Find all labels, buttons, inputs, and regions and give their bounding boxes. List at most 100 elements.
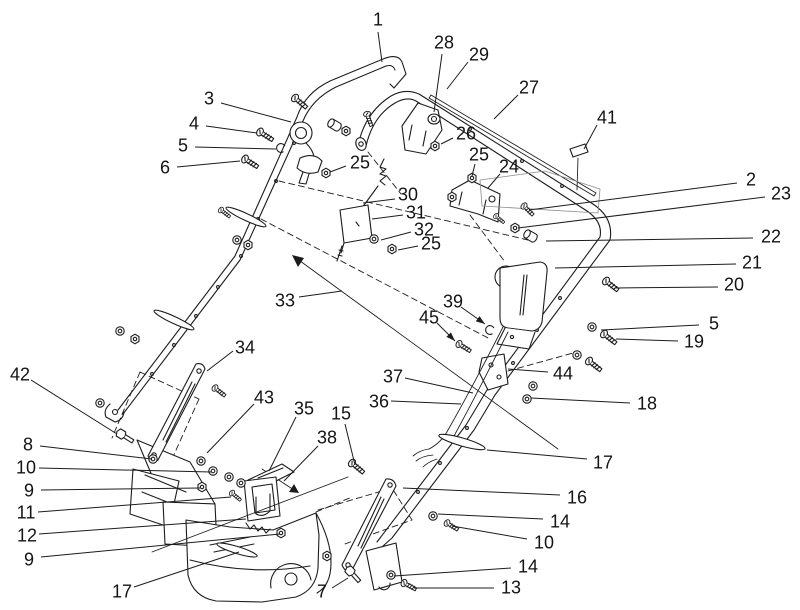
leader-line-17-left (133, 551, 240, 588)
support-arm-left (147, 363, 206, 462)
callout-23: 23 (771, 183, 791, 203)
callout-14-upper: 14 (550, 511, 570, 531)
callout-4: 4 (189, 113, 199, 133)
leader-line-22 (545, 237, 754, 242)
leader-line-15 (344, 423, 356, 466)
cable-guide-bar (225, 206, 267, 228)
leader-line-31 (371, 214, 404, 220)
leader-arrowhead-39 (475, 316, 485, 324)
callout-8: 8 (23, 434, 33, 454)
callout-17-right: 17 (593, 452, 613, 472)
callout-44: 44 (553, 363, 573, 383)
callout-38: 38 (317, 427, 337, 447)
leader-line-3 (220, 102, 292, 123)
callout-41: 41 (597, 107, 617, 127)
leader-line-11 (37, 496, 232, 513)
leader-line-30 (362, 198, 396, 204)
callout-33: 33 (275, 290, 295, 310)
leader-line-34 (206, 350, 234, 372)
leader-line-26 (440, 137, 454, 145)
bail-lever (494, 261, 548, 350)
leader-line-28 (433, 53, 443, 113)
callout-20: 20 (724, 274, 744, 294)
callout-22: 22 (761, 226, 781, 246)
callout-5-left: 5 (178, 135, 188, 155)
callout-27: 27 (519, 77, 539, 97)
callout-12: 12 (17, 525, 37, 545)
assembly-axis-lines (260, 151, 574, 513)
deck-spring (245, 522, 271, 534)
callout-1: 1 (373, 9, 383, 29)
handle-trim-strip (428, 94, 597, 197)
callout-42: 42 (10, 364, 30, 384)
callout-31: 31 (406, 202, 426, 222)
callout-16: 16 (567, 487, 587, 507)
leader-line-32 (380, 231, 412, 241)
callout-37: 37 (383, 366, 403, 386)
leader-line-6 (176, 160, 241, 168)
cable-clamp-bracket (478, 353, 509, 391)
leader-line-14-lower (393, 567, 512, 577)
callout-18: 18 (637, 393, 657, 413)
leader-line-5-right (600, 324, 700, 331)
callout-7: 7 (317, 581, 327, 601)
leader-line-10-right (451, 525, 528, 540)
leader-arrowhead-45 (446, 332, 455, 341)
leader-line-16 (402, 487, 561, 496)
leader-line-29 (446, 61, 469, 90)
leader-line-4 (205, 125, 258, 134)
leader-line-1 (377, 31, 383, 63)
tube-holes (150, 141, 296, 376)
callout-26: 26 (456, 123, 476, 143)
leader-line-19 (615, 338, 679, 342)
leader-line-21 (554, 263, 737, 269)
upper-handle-tube (104, 56, 407, 423)
callout-19: 19 (684, 331, 704, 351)
callout-32: 32 (414, 219, 434, 239)
leader-line-18 (530, 397, 631, 404)
leader-line-27 (493, 94, 519, 120)
leader-line-24 (487, 173, 501, 189)
handle-mount-bracket-right (449, 179, 501, 223)
deck-rod (151, 476, 349, 553)
callout-3: 3 (204, 88, 214, 108)
callout-35: 35 (294, 398, 314, 418)
callout-30: 30 (398, 184, 418, 204)
leader-line-43 (206, 403, 255, 454)
callout-34: 34 (235, 337, 255, 357)
callout-15: 15 (331, 403, 351, 423)
callout-43: 43 (254, 387, 274, 407)
leader-line-23 (517, 196, 766, 229)
leader-line-10-left (38, 467, 212, 473)
leader-line-36 (390, 400, 462, 405)
brake-cable (292, 255, 559, 450)
callout-10-left: 10 (16, 457, 36, 477)
callout-39: 39 (443, 291, 463, 311)
callout-25-top: 25 (469, 144, 489, 164)
leader-line-2 (528, 182, 738, 211)
leader-line-25-left (329, 165, 347, 173)
cable-guide-bar (153, 309, 195, 331)
leader-line-41 (583, 124, 598, 150)
callout-29: 29 (469, 44, 489, 64)
callout-13: 13 (501, 577, 521, 597)
leader-line-38 (283, 445, 319, 482)
arm-bracket (365, 542, 403, 591)
lower-handle-loop (355, 90, 612, 547)
callout-17-left: 17 (112, 581, 132, 601)
leader-line-9-upper (40, 487, 201, 491)
callout-2: 2 (746, 169, 756, 189)
leader-line-20 (614, 286, 719, 289)
callout-25-left: 25 (350, 152, 370, 172)
leader-line-5-left (194, 146, 277, 150)
leader-line-35 (268, 416, 297, 472)
leader-line-25-mid (397, 245, 419, 251)
shift-bracket-box (243, 476, 281, 522)
callout-45: 45 (419, 307, 439, 327)
leader-line-17-right (486, 449, 588, 460)
callout-9-lower: 9 (24, 549, 34, 569)
leader-line-9-lower (40, 533, 281, 558)
